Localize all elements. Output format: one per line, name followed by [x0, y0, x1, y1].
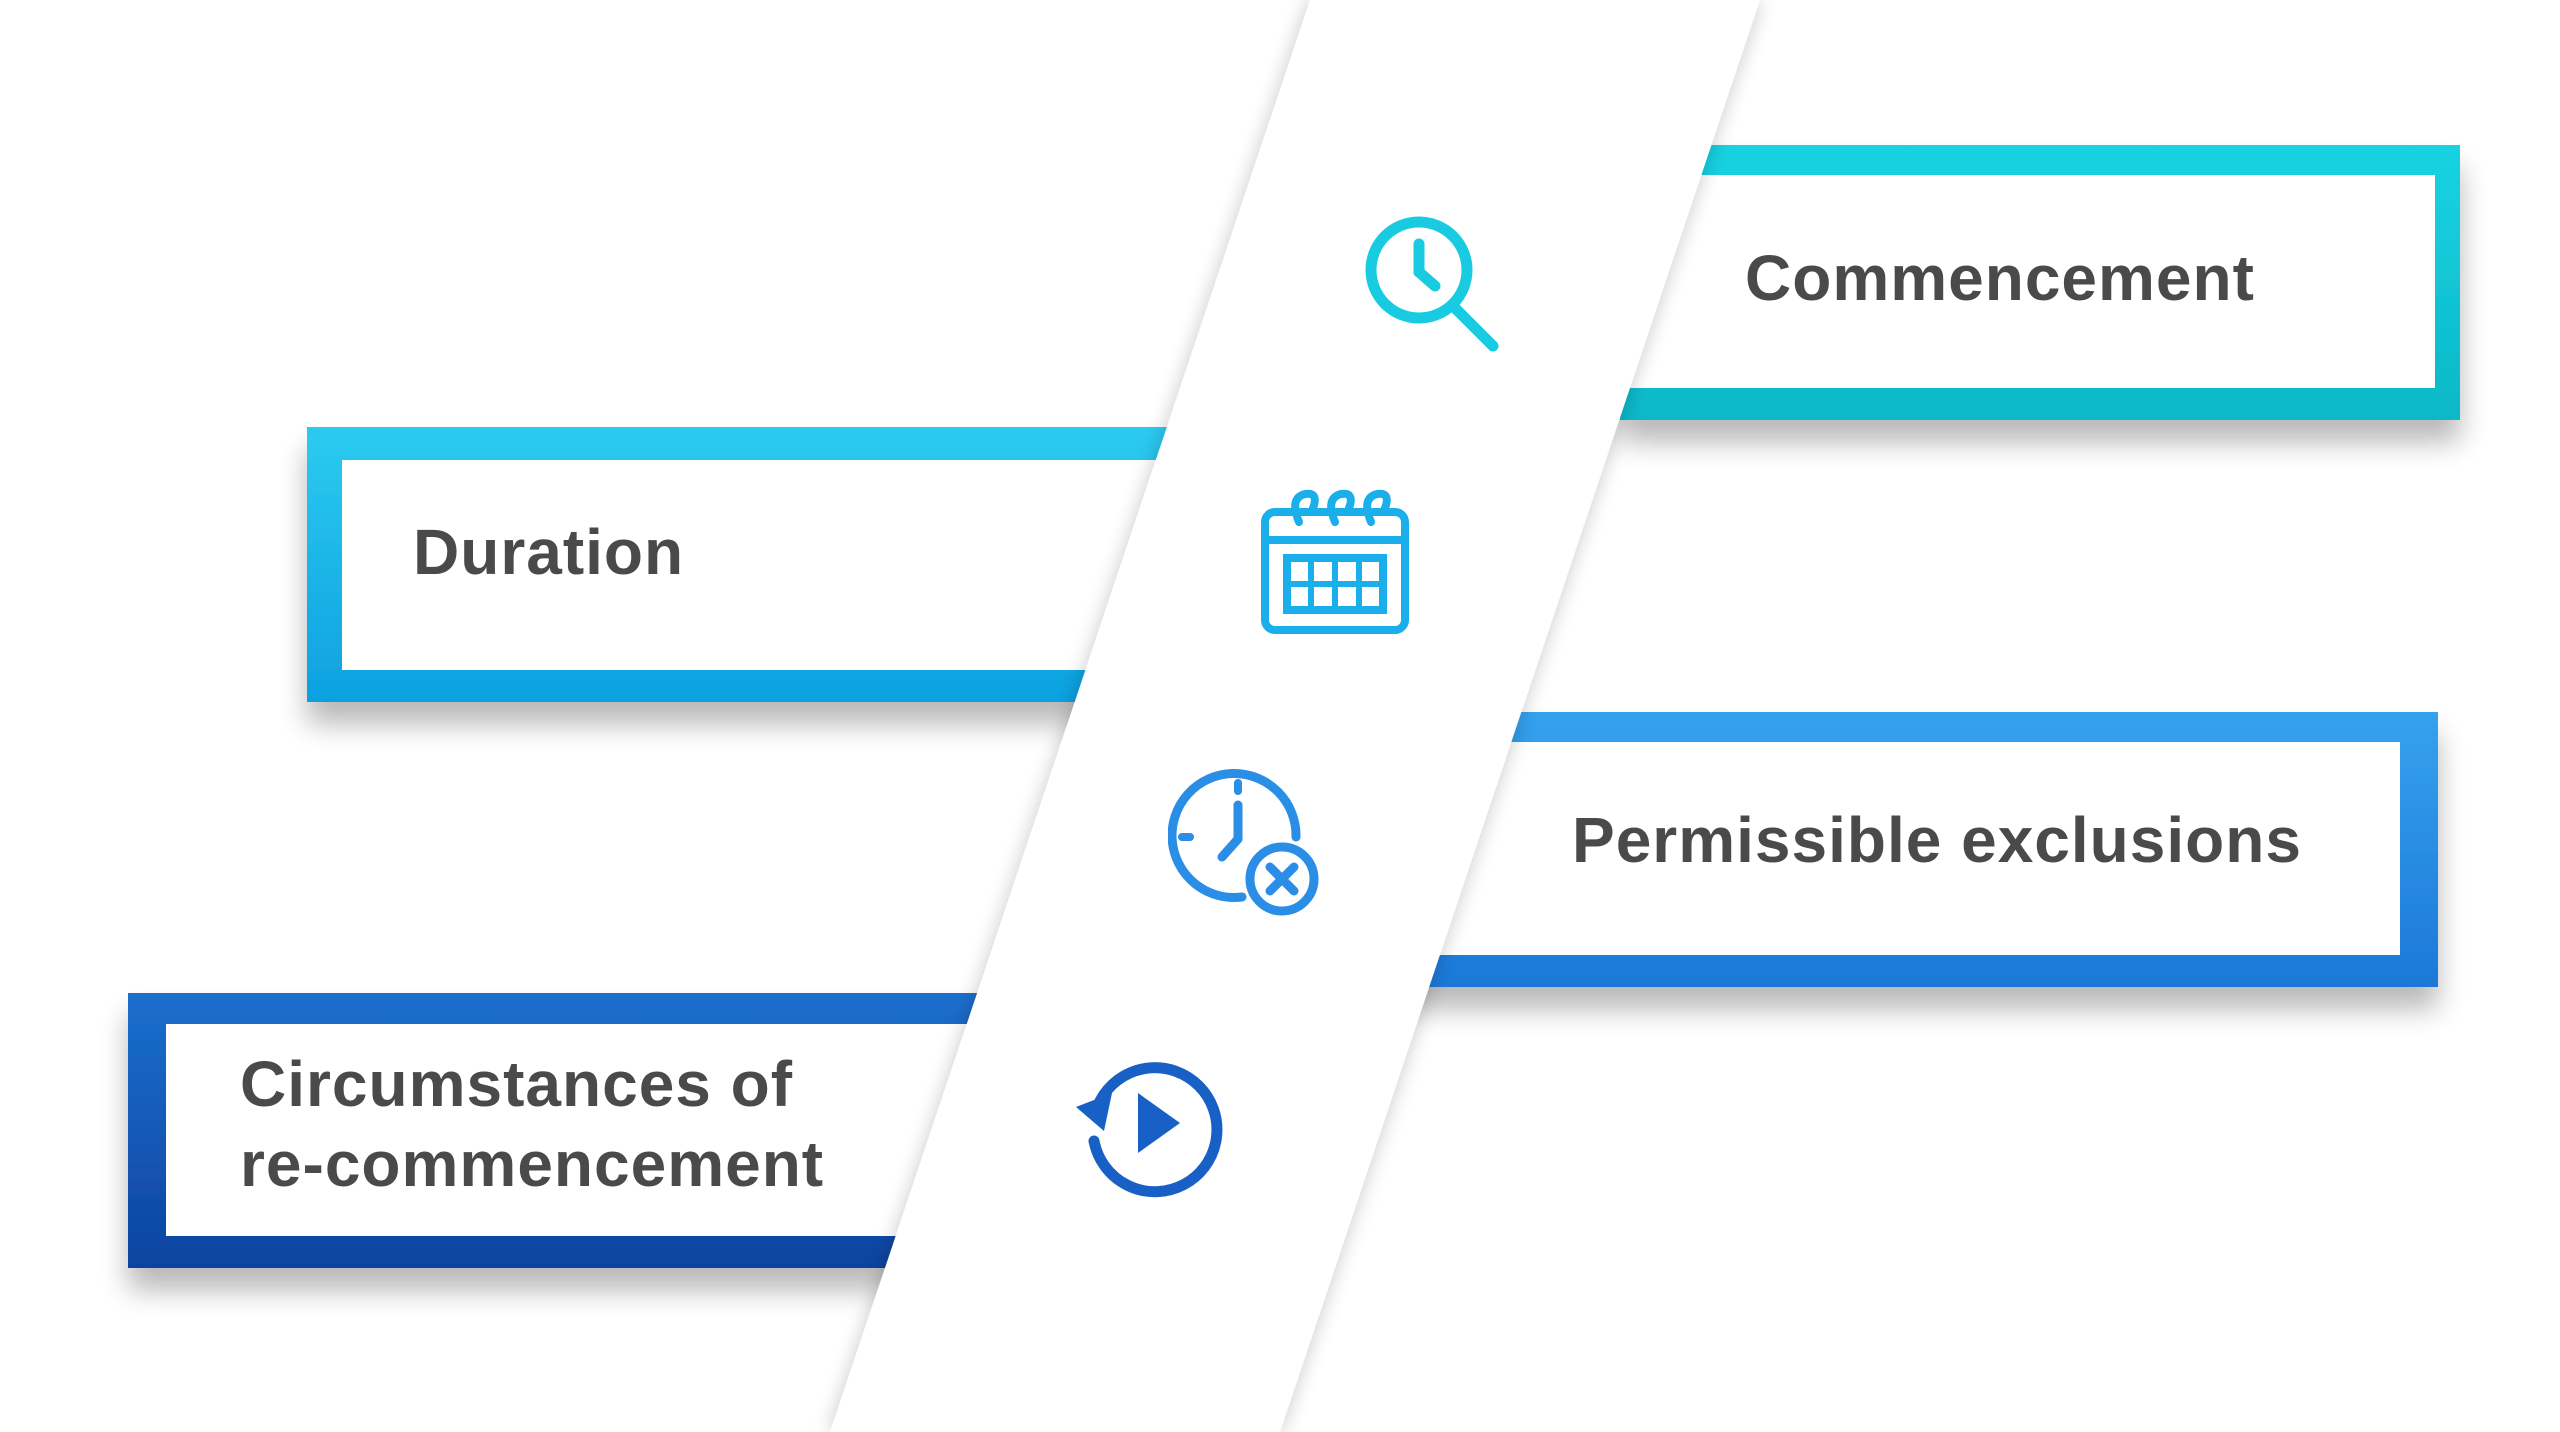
- circumstances-frame: [128, 993, 1066, 1268]
- commencement-label: Commencement: [1745, 242, 2255, 314]
- circumstances-label-line2: re-commencement: [240, 1128, 825, 1200]
- permissible-exclusions-label: Permissible exclusions: [1572, 804, 2302, 876]
- circumstances-label-line1: Circumstances of: [240, 1048, 794, 1120]
- duration-frame: [307, 427, 1242, 702]
- diagonal-band: [830, 0, 1760, 1432]
- restart-play-icon: [1076, 1062, 1223, 1198]
- calendar-icon: [1261, 489, 1409, 634]
- circumstances-label: Circumstances of re-commencement: [240, 1044, 960, 1204]
- clock-search-icon: [1365, 216, 1499, 352]
- permissible-exclusions-frame: [1380, 712, 2438, 987]
- clock-cancel-icon: [1168, 769, 1319, 916]
- duration-label: Duration: [413, 516, 685, 588]
- commencement-frame: [1600, 145, 2460, 420]
